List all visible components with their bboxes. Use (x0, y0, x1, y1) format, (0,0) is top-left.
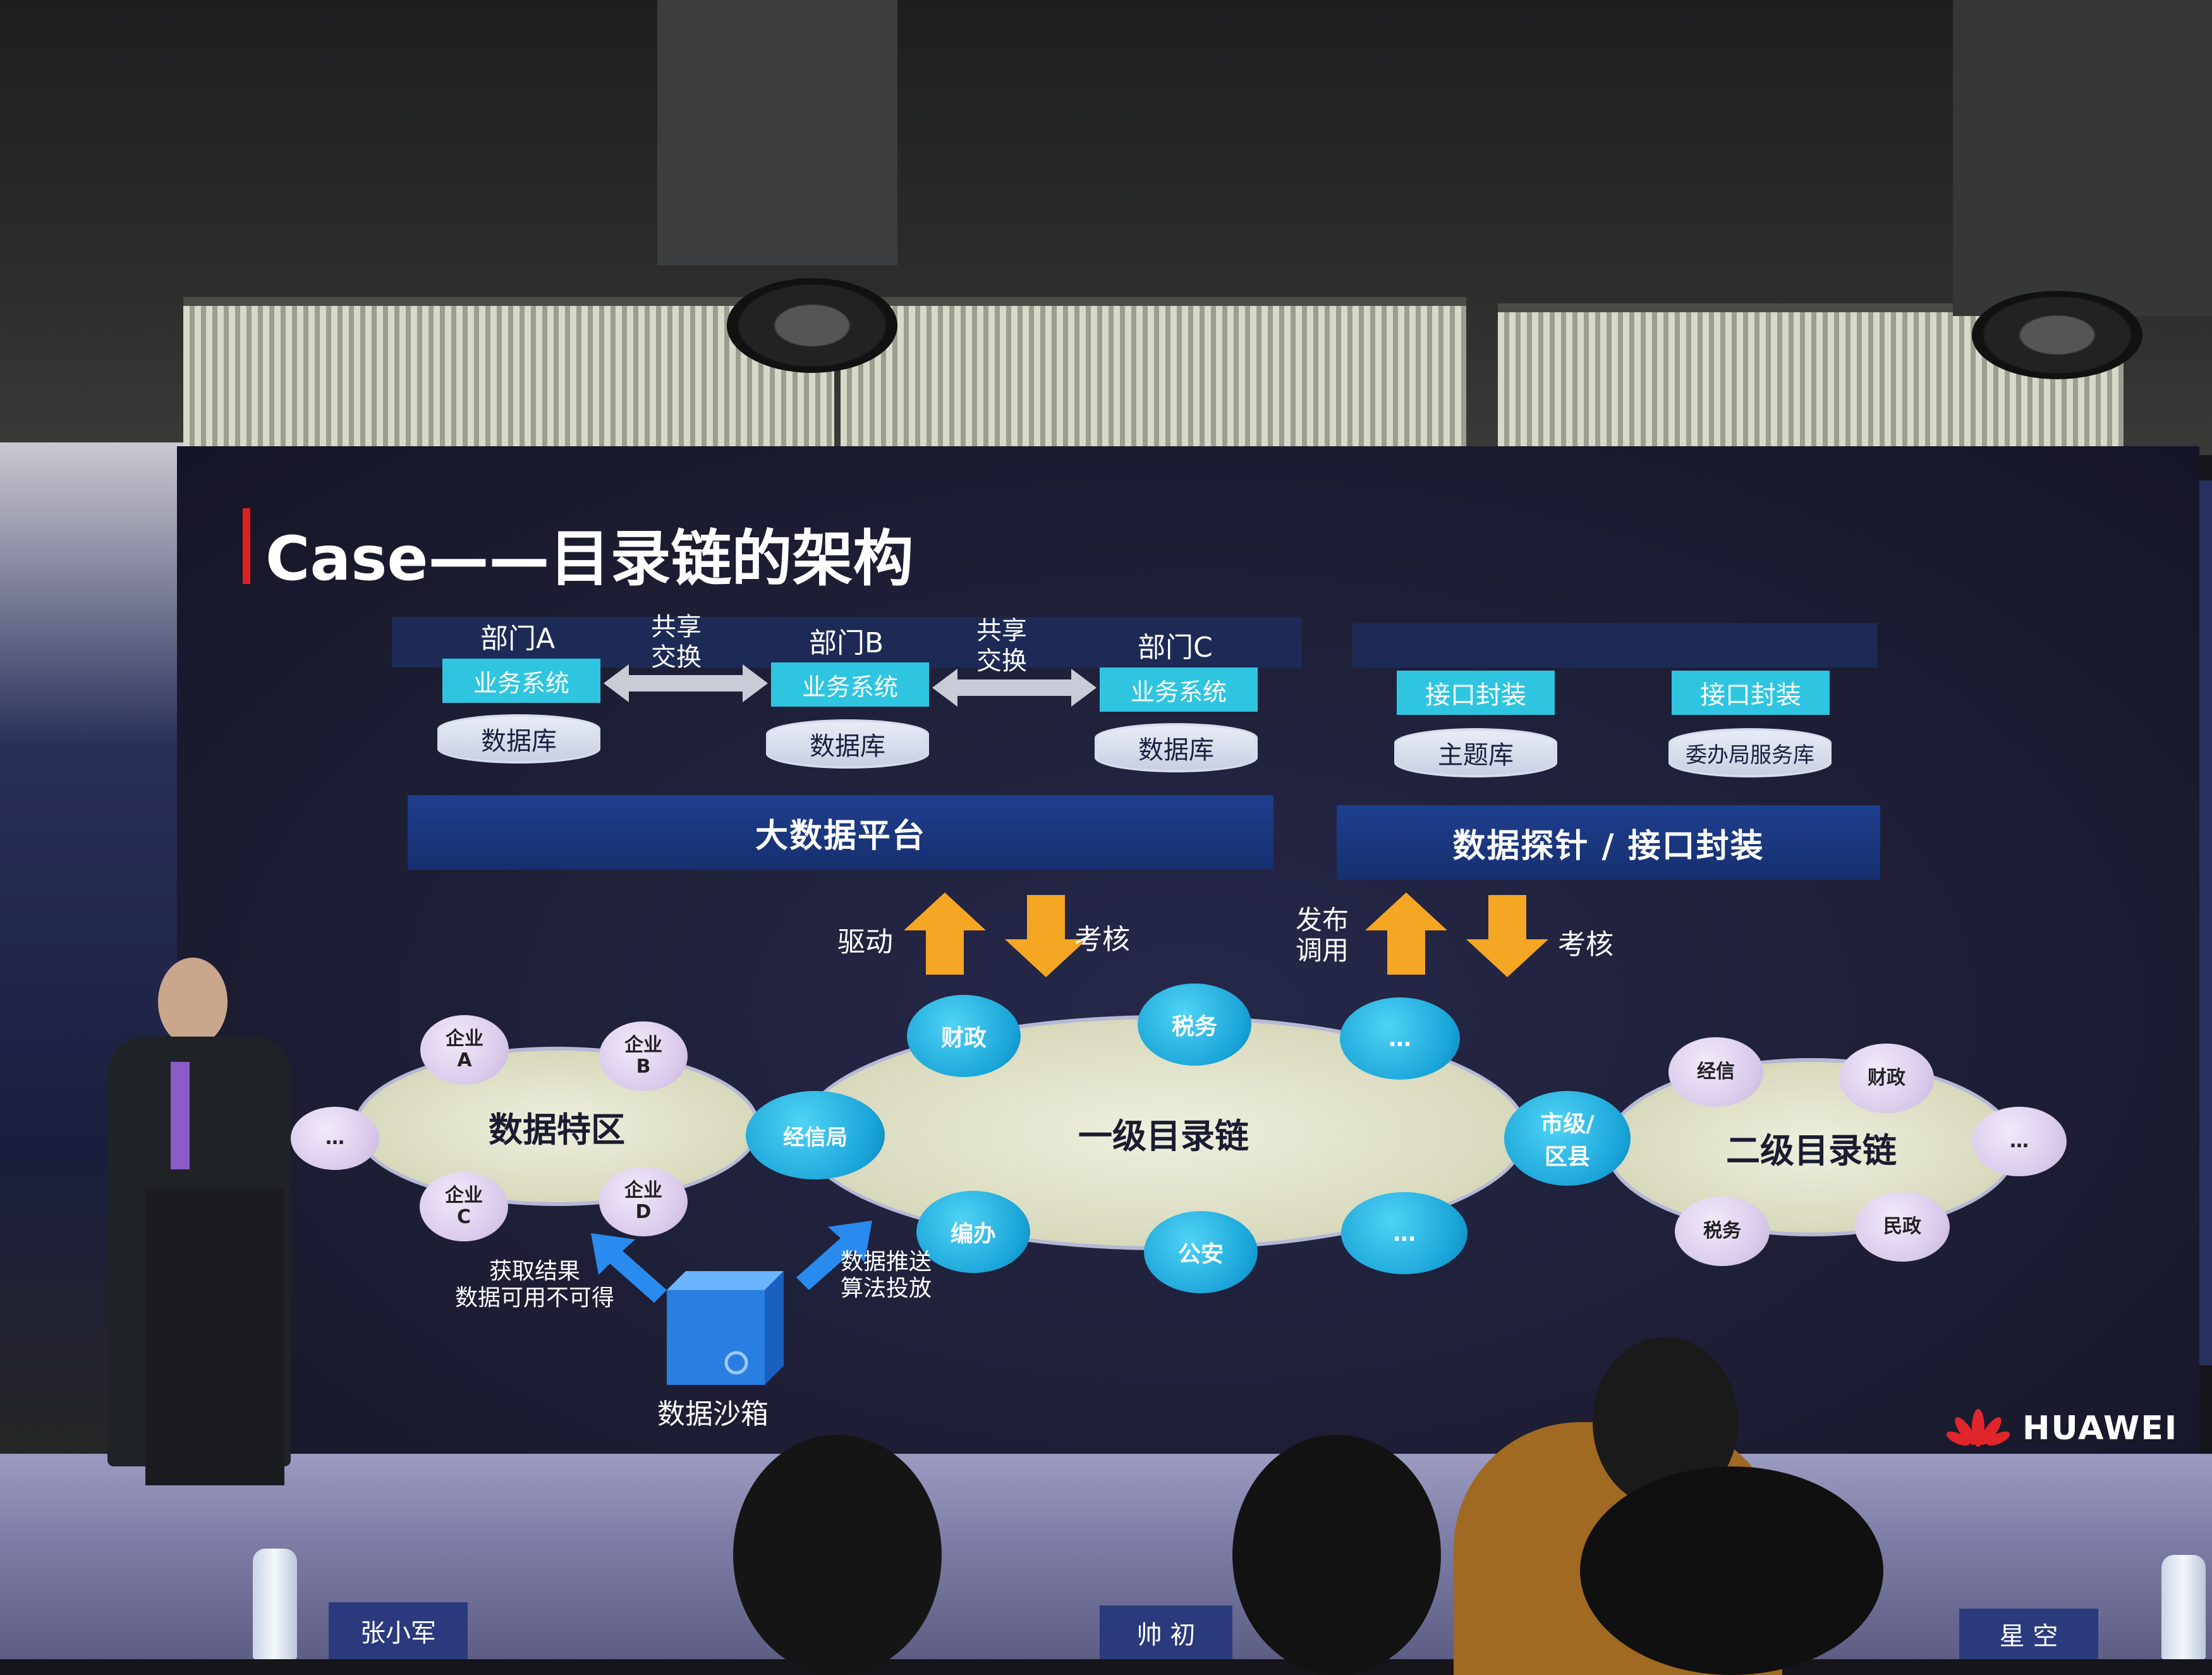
sandbox-left-note: 获取结果 数据可用不可得 (455, 1258, 615, 1311)
arrow-data-push (796, 1221, 872, 1290)
projection-screen: Case——目录链的架构 部门A 业务系统 数据库 部门B 业务系统 数据库 部… (177, 446, 2199, 1473)
interface-box-2: 接口封装 (1672, 671, 1830, 715)
speaker-legs (145, 1188, 284, 1485)
tax-node: 税务 (1138, 984, 1251, 1066)
arrow-get-result (591, 1233, 667, 1303)
window-left (183, 297, 834, 458)
double-arrow-ab (604, 664, 768, 702)
share-label-2: 共享 交换 (976, 616, 1027, 676)
big-data-platform: 大数据平台 (408, 795, 1273, 870)
level1-more-node-bottom: … (1341, 1192, 1468, 1274)
down-arrow-assess-right (1466, 895, 1548, 977)
staffing-office-node: 编办 (916, 1191, 1030, 1273)
label-assess-left: 考核 (1074, 923, 1130, 956)
dept-b-database: 数据库 (766, 719, 929, 769)
theme-database: 主题库 (1394, 728, 1557, 777)
level2-tax-node: 税务 (1675, 1197, 1770, 1266)
economy-bureau-node: 经信局 (746, 1091, 885, 1179)
sandbox-cube (667, 1271, 784, 1385)
level2-catalog-chain: 二级目录链 (1605, 1058, 2017, 1236)
speaker-head (158, 958, 228, 1046)
special-zone-more-node: … (291, 1107, 379, 1170)
ceiling-duct-right (1953, 0, 2212, 316)
level1-more-node-top: … (1340, 997, 1460, 1080)
dept-c-system: 业务系统 (1100, 667, 1258, 712)
brand-name: HUAWEI (2022, 1410, 2179, 1447)
share-label-1: 共享 交换 (651, 612, 702, 672)
level2-more-node: … (1972, 1107, 2067, 1176)
up-arrow-publish (1365, 892, 1447, 975)
label-assess-right: 考核 (1558, 929, 1613, 961)
ceiling-fan-right (1972, 291, 2142, 379)
finance-node: 财政 (907, 995, 1021, 1077)
dept-a-database: 数据库 (437, 714, 600, 764)
data-probe-platform: 数据探针 / 接口封装 (1337, 805, 1880, 880)
nameplate-2: 帅 初 (1100, 1605, 1232, 1659)
nameplate-1: 张小军 (329, 1602, 468, 1659)
dept-c-name: 部门C (1138, 631, 1213, 664)
enterprise-c-node: 企业 C (420, 1172, 508, 1241)
window-middle (841, 297, 1466, 464)
audience-head-2 (1232, 1435, 1441, 1675)
interface-header-strip (1352, 623, 1877, 667)
water-bottle-right (2161, 1555, 2206, 1659)
water-bottle-left (253, 1549, 297, 1659)
ceiling-duct-left (657, 0, 897, 265)
audience-head-4 (1580, 1466, 1883, 1675)
enterprise-a-node: 企业 A (420, 1015, 509, 1085)
nameplate-3: 星 空 (1959, 1609, 2098, 1659)
down-arrow-assess-left (1005, 895, 1087, 977)
sandbox-right-note: 数据推送 算法投放 (841, 1249, 932, 1301)
economy-info-node: 经信 (1668, 1037, 1763, 1107)
slide-title: Case——目录链的架构 (265, 523, 914, 594)
service-database: 委办局服务库 (1668, 728, 1832, 777)
data-special-zone: 数据特区 (354, 1047, 760, 1206)
double-arrow-bc (932, 669, 1097, 707)
civil-affairs-node: 民政 (1855, 1192, 1950, 1262)
audience-head-1 (733, 1435, 942, 1675)
public-security-node: 公安 (1144, 1211, 1258, 1293)
up-arrow-drive (904, 892, 986, 975)
enterprise-b-node: 企业 B (599, 1021, 688, 1091)
title-accent-bar (243, 508, 250, 584)
dept-b-system: 业务系统 (771, 662, 929, 707)
label-publish: 发布 调用 (1296, 904, 1349, 966)
label-drive: 驱动 (837, 926, 893, 958)
dept-a-system: 业务系统 (442, 659, 600, 703)
dept-c-database: 数据库 (1095, 723, 1258, 772)
city-district-node: 市级/ 区县 (1504, 1091, 1631, 1186)
sandbox-label: 数据沙箱 (657, 1398, 769, 1430)
ceiling-fan-left (727, 278, 897, 373)
huawei-logo-icon (1947, 1409, 2010, 1447)
enterprise-d-node: 企业 D (599, 1167, 688, 1236)
dept-a-name: 部门A (480, 623, 556, 655)
dept-b-name: 部门B (809, 627, 884, 659)
level2-finance-node: 财政 (1839, 1044, 1934, 1113)
speaker-badge (171, 1062, 190, 1169)
interface-box-1: 接口封装 (1397, 671, 1555, 715)
